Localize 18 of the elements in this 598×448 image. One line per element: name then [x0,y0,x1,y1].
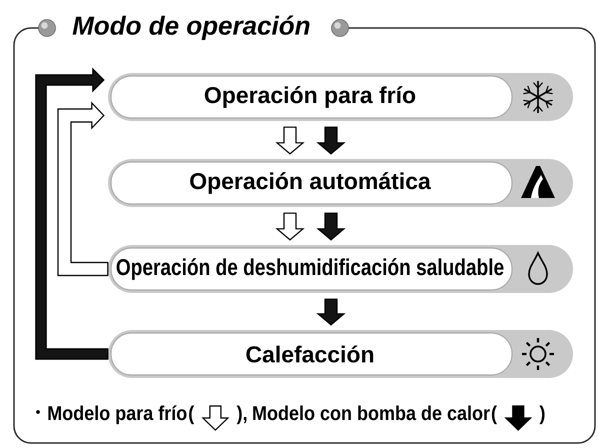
punctuation: ( [492,406,497,424]
arrow [316,212,346,241]
arrow [275,212,305,241]
punctuation: ( [189,406,194,424]
arrow [57,102,108,276]
arrow [316,298,346,326]
panel-title: Modo de operación [72,16,310,40]
punctuation: ) [539,406,545,424]
arrow [316,126,346,155]
mode-pill: Operación de deshumidificación saludable [108,245,573,293]
punctuation: ), [236,406,246,424]
legend-text: Modelo con bomba de calor [253,406,490,420]
arrow [275,126,305,155]
mode-pill: Operación automática [108,159,573,207]
legend-text: Modelo para frío [48,405,186,424]
mode-pill: Operación para frío [108,73,573,121]
mode-pill: Calefacción [108,330,573,378]
arrow [35,68,108,360]
